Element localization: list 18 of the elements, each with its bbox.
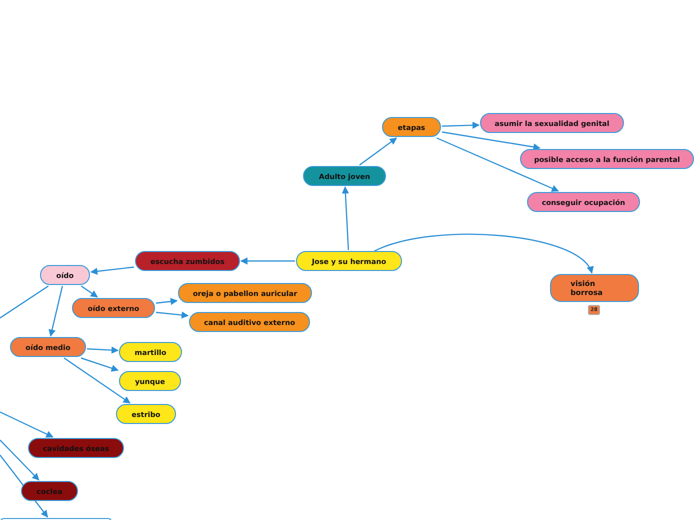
arrow [374, 234, 592, 274]
arrow [80, 357, 119, 372]
arrow [64, 358, 130, 404]
connector-line [0, 286, 49, 318]
arrow [342, 186, 350, 250]
arrow [80, 286, 98, 298]
arrow [156, 311, 189, 319]
arrow [48, 286, 63, 337]
arrow [156, 298, 178, 306]
arrow [86, 346, 119, 354]
arrow [90, 266, 134, 275]
arrow [359, 138, 398, 166]
arrow [442, 131, 540, 150]
arrow [0, 440, 40, 481]
arrow [442, 122, 480, 129]
arrow [0, 411, 54, 438]
arrow [436, 137, 559, 192]
arrow [240, 257, 295, 265]
